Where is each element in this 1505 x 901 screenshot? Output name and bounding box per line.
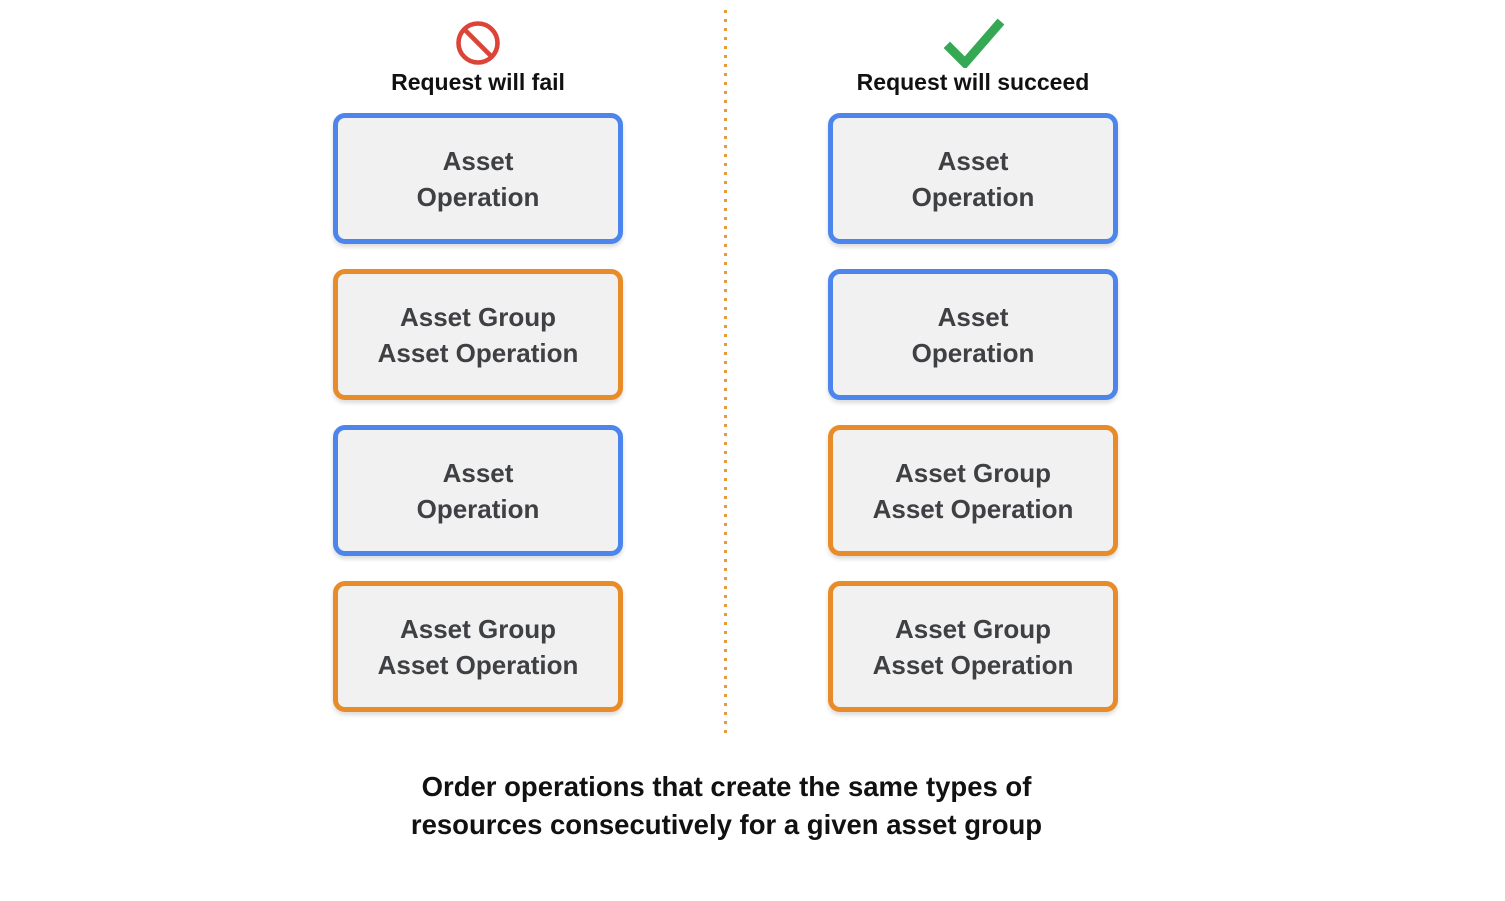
- box-label-line2: Operation: [911, 181, 1035, 212]
- caption-line2: resources consecutively for a given asse…: [410, 809, 1043, 840]
- no-entry-icon: [454, 18, 502, 68]
- box-label-line2: Operation: [911, 337, 1035, 368]
- box-label-line1: Asset Group: [894, 613, 1052, 644]
- box-label-line1: Asset Group: [894, 457, 1052, 488]
- fail-column: Request will fail Asset Operation Asset …: [333, 18, 623, 737]
- fail-box-asset-group-asset-operation-1: Asset Group Asset Operation: [333, 269, 623, 400]
- succeed-box-asset-group-asset-operation-2: Asset Group Asset Operation: [828, 581, 1118, 712]
- box-label-line1: Asset: [937, 145, 1009, 176]
- fail-box-asset-operation-1: Asset Operation: [333, 113, 623, 244]
- fail-box-asset-group-asset-operation-2: Asset Group Asset Operation: [333, 581, 623, 712]
- box-label-line2: Operation: [416, 181, 540, 212]
- box-label-line2: Asset Operation: [872, 649, 1074, 680]
- box-label-line1: Asset: [937, 301, 1009, 332]
- box-label-line1: Asset Group: [399, 301, 557, 332]
- box-label-line1: Asset: [442, 457, 514, 488]
- box-label-line2: Asset Operation: [377, 337, 579, 368]
- box-label-line2: Operation: [416, 493, 540, 524]
- caption-line1: Order operations that create the same ty…: [421, 771, 1032, 802]
- succeed-box-asset-operation-1: Asset Operation: [828, 113, 1118, 244]
- succeed-box-asset-group-asset-operation-1: Asset Group Asset Operation: [828, 425, 1118, 556]
- box-label-line1: Asset Group: [399, 613, 557, 644]
- succeed-box-asset-operation-2: Asset Operation: [828, 269, 1118, 400]
- fail-box-asset-operation-2: Asset Operation: [333, 425, 623, 556]
- fail-column-title: Request will fail: [391, 69, 565, 95]
- succeed-column-title: Request will succeed: [856, 69, 1090, 95]
- diagram-caption: Order operations that create the same ty…: [0, 768, 1453, 844]
- box-label-line2: Asset Operation: [377, 649, 579, 680]
- succeed-column: Request will succeed Asset Operation Ass…: [828, 18, 1118, 737]
- box-label-line2: Asset Operation: [872, 493, 1074, 524]
- checkmark-icon: [940, 18, 1006, 68]
- box-label-line1: Asset: [442, 145, 514, 176]
- dotted-divider: [724, 10, 727, 736]
